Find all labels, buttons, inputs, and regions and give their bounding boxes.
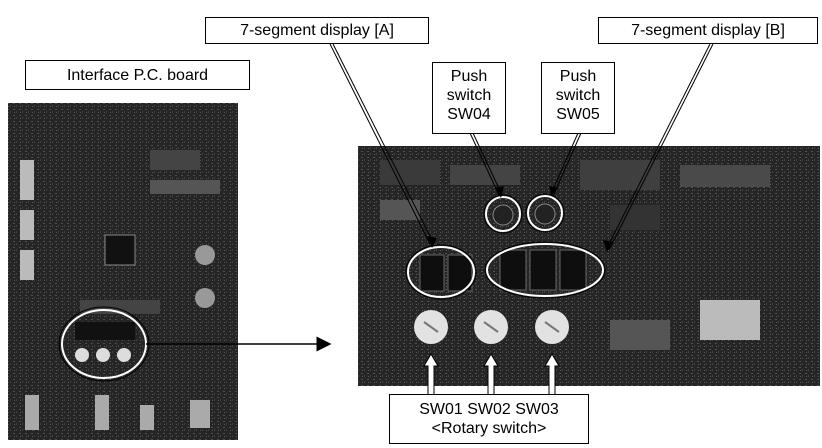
sw04-leader-outer [469, 132, 500, 196]
sw04-line1: Push [450, 68, 488, 85]
sw05-line2: switch [555, 87, 601, 104]
seg-b-text: 7-segment display [B] [631, 22, 785, 39]
seg-b-arrowhead [603, 240, 613, 252]
seg-b-highlight [486, 243, 604, 297]
seg-a-highlight [407, 246, 475, 298]
seg-a-leader-inner [332, 43, 435, 245]
board-title-label: Interface P.C. board [25, 60, 250, 90]
board-title-text: Interface P.C. board [66, 67, 209, 84]
sw05-highlight-outline [525, 193, 565, 233]
seg-b-leader-outer [605, 43, 711, 251]
sw05-label: Push switch SW05 [541, 62, 615, 134]
sw05-arrowhead [549, 186, 558, 197]
sw05-leader-outer [550, 132, 579, 195]
sw04-highlight [485, 196, 521, 232]
sw05-highlight [527, 195, 563, 231]
sw05-leader-inner [553, 132, 582, 195]
seg-a-highlight-outline [405, 244, 477, 300]
seg-a-label: 7-segment display [A] [205, 17, 429, 44]
seg-a-text: 7-segment display [A] [240, 22, 394, 39]
sw04-arrowhead [495, 186, 504, 198]
rotary-switch-label: SW01 SW02 SW03 <Rotary switch> [389, 394, 589, 444]
sw04-leader-inner [472, 132, 503, 196]
seg-b-highlight-outline [484, 241, 606, 299]
seg-b-leader-inner [608, 43, 714, 251]
rotary-line1: SW01 SW02 SW03 [419, 401, 559, 418]
sw04-highlight-outline [483, 194, 523, 234]
sw05-line3: SW05 [556, 106, 600, 123]
sw04-label: Push switch SW04 [432, 62, 506, 134]
sw05-line1: Push [559, 68, 597, 85]
magnified-pcb-photo [358, 146, 820, 386]
seg-b-label: 7-segment display [B] [598, 17, 818, 44]
seg-a-arrowhead [427, 236, 437, 248]
sw04-line3: SW04 [447, 106, 491, 123]
interface-pcb-photo [8, 103, 238, 440]
seg-a-leader-outer [329, 43, 431, 245]
rotary-line2: <Rotary switch> [431, 420, 547, 437]
sw04-line2: switch [446, 87, 492, 104]
